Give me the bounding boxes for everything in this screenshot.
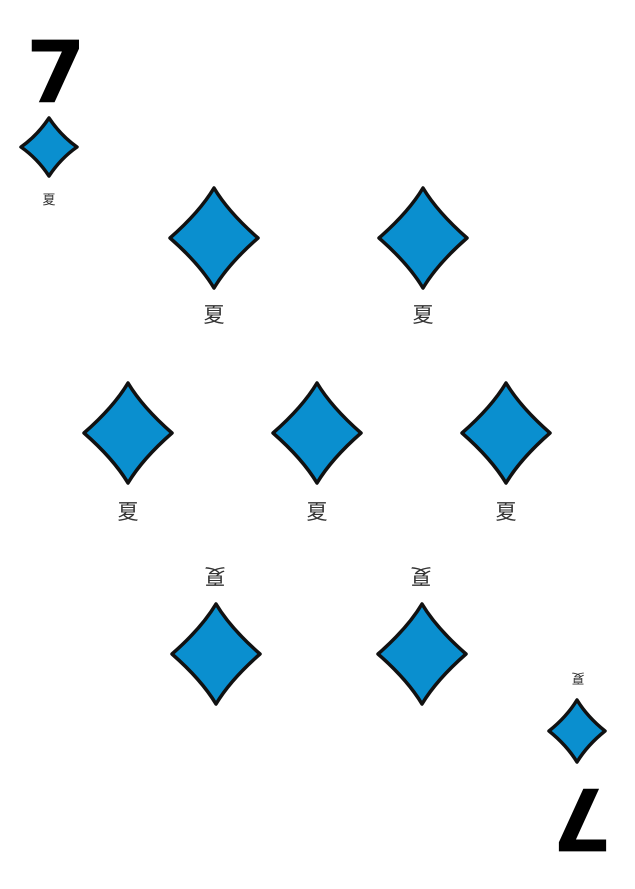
pip-glyph: 夏 [203, 303, 225, 327]
corner-glyph-bottom-right: 夏 [571, 670, 585, 685]
diamond-icon [168, 186, 260, 290]
pip-glyph: 夏 [412, 303, 434, 327]
diamond-icon [82, 381, 174, 485]
corner-rank-bottom-right: 7 [552, 768, 612, 868]
pip-glyph: 夏 [117, 500, 139, 524]
pip-glyph: 夏 [306, 500, 328, 524]
diamond-icon [376, 602, 468, 706]
pip-glyph: 夏 [495, 500, 517, 524]
corner-rank-top-left: 7 [26, 23, 86, 123]
pip-glyph-inverted: 夏 [204, 564, 226, 588]
diamond-icon [170, 602, 262, 706]
pip-glyph-inverted: 夏 [410, 564, 432, 588]
diamond-icon [271, 381, 363, 485]
corner-diamond-icon [19, 116, 79, 178]
diamond-icon [460, 381, 552, 485]
corner-diamond-icon [547, 698, 607, 764]
corner-glyph-top-left: 夏 [42, 193, 56, 208]
diamond-icon [377, 186, 469, 290]
